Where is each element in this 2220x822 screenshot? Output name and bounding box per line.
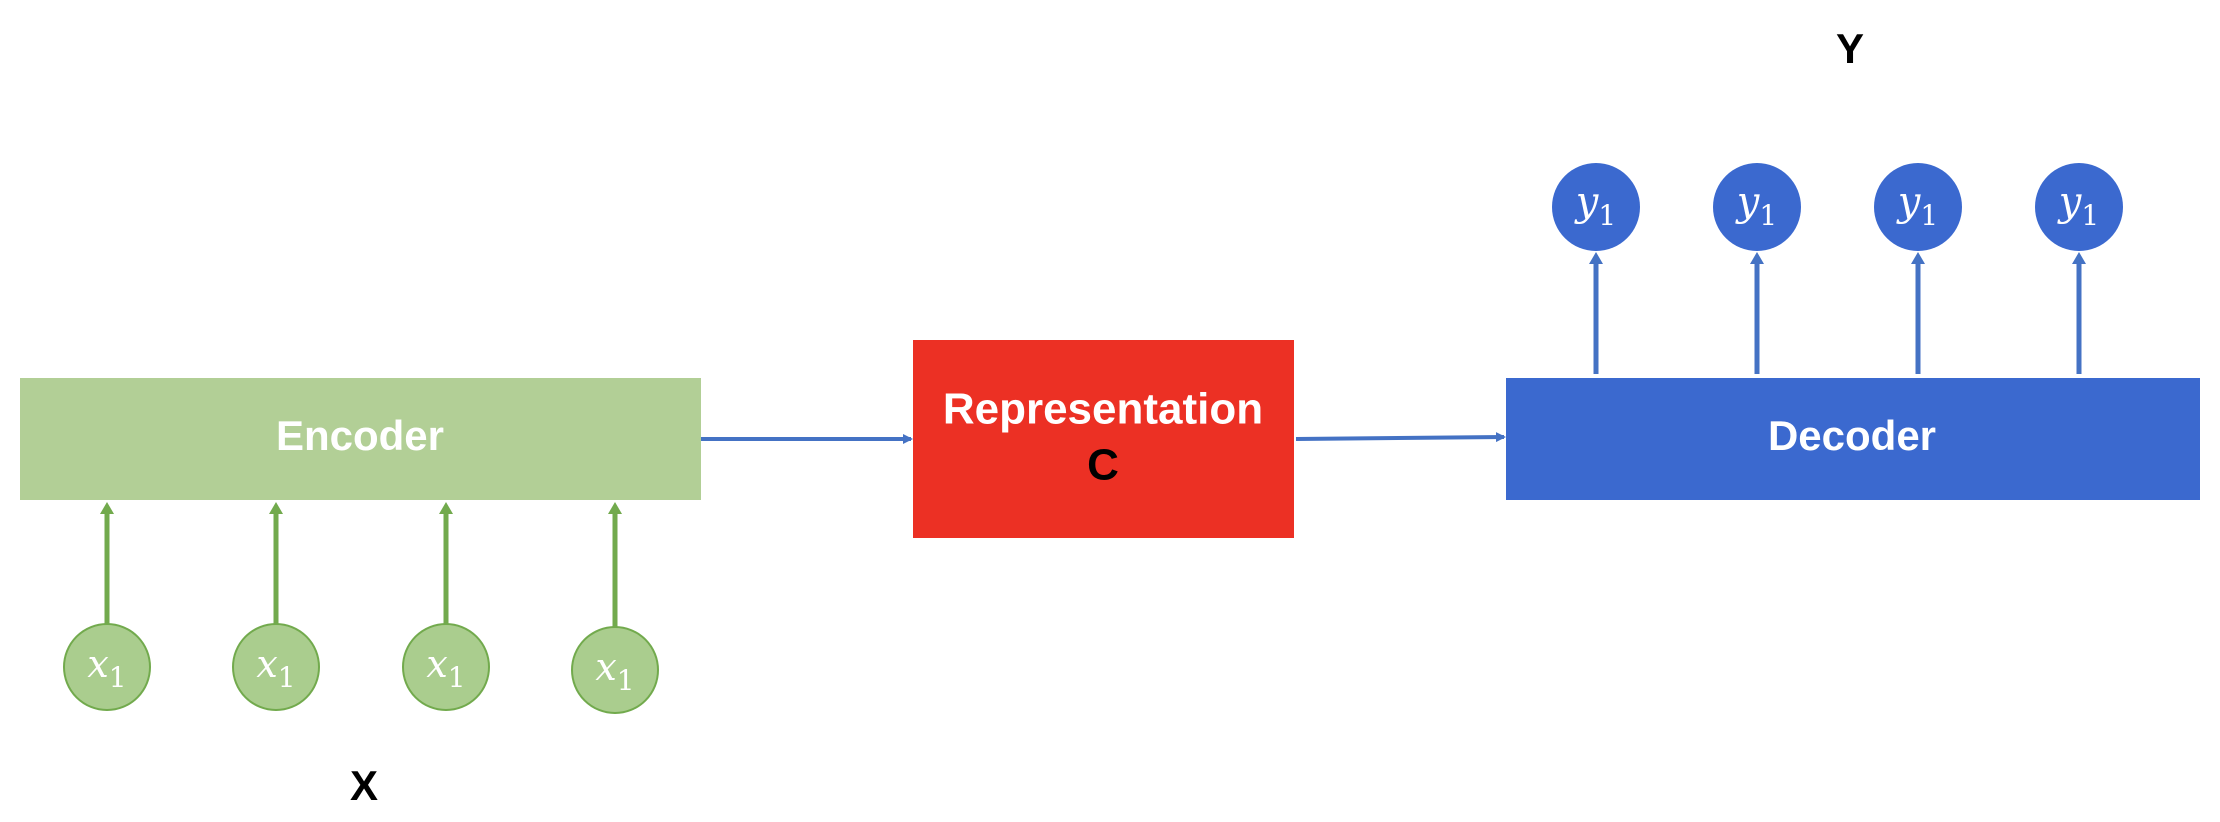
output-node: y1 xyxy=(1874,163,1962,374)
output-node-label: y1 xyxy=(1574,179,1616,232)
output-node-circle xyxy=(2035,163,2123,251)
input-node: x1 xyxy=(402,502,490,711)
input-node-circle xyxy=(232,623,320,711)
representation-label: Representation xyxy=(943,385,1263,434)
input-node: x1 xyxy=(571,502,659,714)
input-node: x1 xyxy=(232,502,320,711)
output-node-label: y1 xyxy=(2057,179,2099,232)
output-node: y1 xyxy=(1552,163,1640,374)
input-node-circle xyxy=(402,623,490,711)
encoder-label: Encoder xyxy=(276,412,444,459)
decoder-label: Decoder xyxy=(1768,412,1936,459)
input-nodes: x1 x1 x1 x1 X xyxy=(63,502,659,809)
output-node-circle xyxy=(1552,163,1640,251)
output-node-label: y1 xyxy=(1735,179,1777,232)
input-node-circle xyxy=(571,626,659,714)
input-node-label: x1 xyxy=(256,642,295,694)
input-node-label: x1 xyxy=(595,645,634,697)
output-nodes: Y y1 y1 y1 y1 xyxy=(1552,25,2123,374)
representation-to-decoder-arrow xyxy=(1295,432,1506,443)
representation-box xyxy=(913,340,1294,538)
decoder-box xyxy=(1506,378,2200,500)
representation-block: Representation C xyxy=(913,340,1294,538)
input-node: x1 xyxy=(63,502,151,711)
input-node-label: x1 xyxy=(426,642,465,694)
encoder-box xyxy=(20,378,701,500)
input-node-circle xyxy=(63,623,151,711)
input-node-label: x1 xyxy=(87,642,126,694)
output-node-circle xyxy=(1713,163,1801,251)
output-node: y1 xyxy=(2035,163,2123,374)
output-node: y1 xyxy=(1713,163,1801,374)
output-node-label: y1 xyxy=(1896,179,1938,232)
input-group-label: X xyxy=(350,762,378,809)
output-node-circle xyxy=(1874,163,1962,251)
decoder-block: Decoder xyxy=(1506,378,2200,500)
representation-symbol: C xyxy=(1087,441,1119,490)
encoder-block: Encoder xyxy=(20,378,701,500)
output-group-label: Y xyxy=(1836,25,1864,72)
